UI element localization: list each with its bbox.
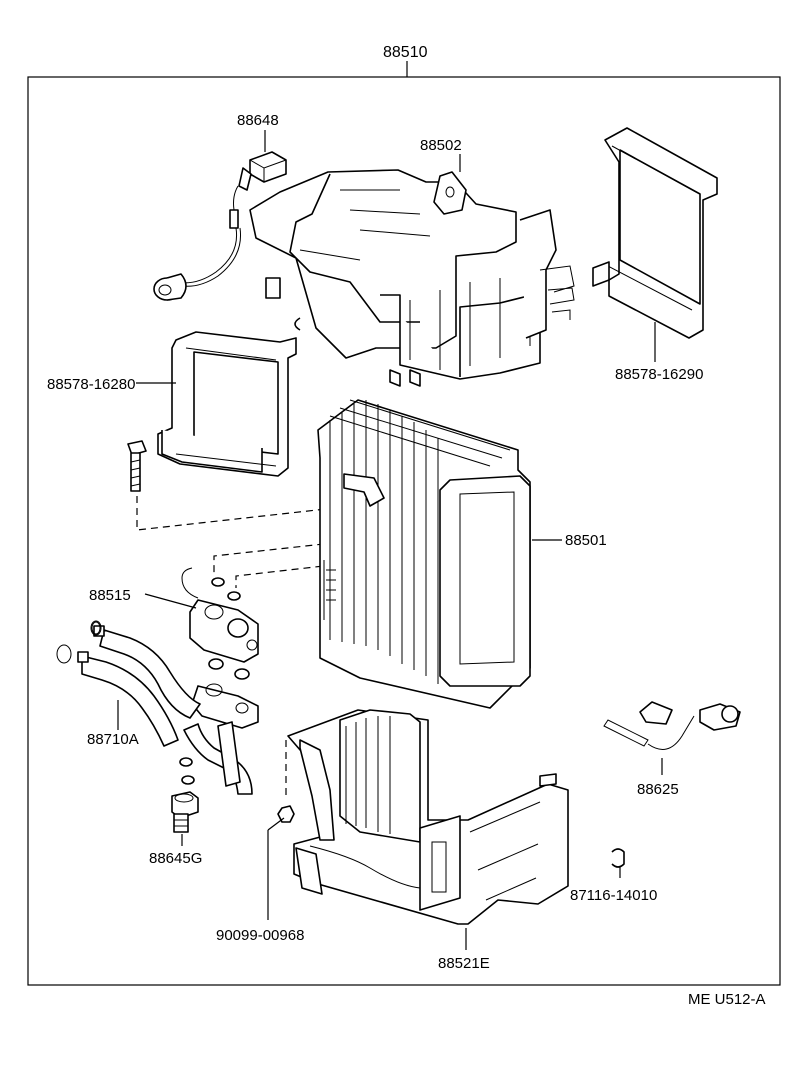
tube-assembly-part — [56, 620, 259, 795]
expansion-valve-part — [144, 567, 259, 680]
seal-left-part — [136, 331, 297, 477]
lower-case-part — [287, 709, 569, 950]
label-thermistor: 88625 — [637, 781, 679, 798]
screw-part — [267, 740, 295, 920]
label-evaporator: 88501 — [565, 532, 607, 549]
label-seal-left: 88578-16280 — [47, 376, 135, 393]
pressure-switch-part — [171, 791, 199, 846]
clamp-part — [611, 848, 625, 878]
thermistor-part — [603, 701, 741, 775]
label-expansion-valve: 88515 — [89, 587, 131, 604]
label-upper-case: 88502 — [420, 137, 462, 154]
label-tube-assembly: 88710A — [87, 731, 139, 748]
bolt-part — [127, 440, 354, 531]
label-assembly: 88510 — [383, 44, 428, 61]
upper-case-part — [249, 154, 575, 387]
diagram-code: ME U512-A — [688, 991, 766, 1008]
label-screw: 90099-00968 — [216, 927, 304, 944]
label-lower-case: 88521E — [438, 955, 490, 972]
label-switch-connector: 88648 — [237, 112, 279, 129]
assembly-frame — [27, 61, 781, 986]
label-clamp: 87116-14010 — [570, 887, 657, 904]
label-seal-right: 88578-16290 — [615, 366, 703, 383]
switch-connector-part — [153, 130, 287, 301]
seal-right-part — [592, 127, 718, 362]
evaporator-part — [317, 399, 562, 709]
label-pressure-switch: 88645G — [149, 850, 202, 867]
